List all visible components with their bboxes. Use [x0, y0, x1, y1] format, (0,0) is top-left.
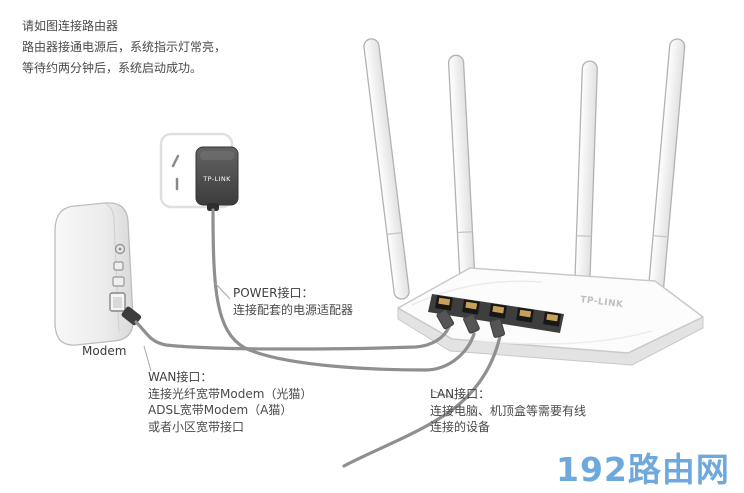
wan-port-callout: WAN接口： 连接光纤宽带Modem（光猫） ADSL宽带Modem（A猫） 或… — [148, 369, 312, 435]
wan-cable — [134, 320, 451, 351]
ethernet-port — [435, 295, 453, 311]
router-ports — [435, 295, 561, 327]
modem-label: Modem — [82, 344, 127, 358]
lan-port-callout: LAN接口： 连接电脑、机顶盒等需要有线 连接的设备 — [430, 386, 586, 436]
ethernet-port — [489, 303, 507, 319]
lan-cable-connector — [489, 318, 505, 338]
ethernet-port — [516, 307, 534, 323]
lan-callout-line: 连接电脑、机顶盒等需要有线 — [430, 403, 587, 418]
callout-pointers — [143, 282, 457, 400]
antenna-icon — [363, 38, 410, 300]
cables — [134, 208, 502, 468]
socket-slot — [171, 154, 180, 168]
router-antennas — [363, 38, 686, 307]
modem-small-port — [113, 261, 124, 271]
antenna-icon — [646, 38, 686, 307]
power-cable-connector — [463, 313, 480, 334]
lan-cable — [342, 334, 502, 468]
cable-connectors — [436, 309, 505, 338]
adapter-brand-logo: TP-LINK — [202, 175, 231, 183]
modem-body — [54, 202, 134, 346]
power-callout-title: POWER接口： — [233, 286, 314, 300]
instruction-line: 请如图连接路由器 — [22, 19, 119, 33]
power-callout-line: 连接配套的电源适配器 — [233, 302, 354, 317]
lan-callout-line: 连接的设备 — [430, 420, 491, 434]
antenna-icon — [447, 54, 477, 296]
wan-pointer-line — [143, 345, 152, 372]
power-cable — [211, 208, 476, 372]
power-port-callout: POWER接口： 连接配套的电源适配器 — [233, 285, 353, 318]
wan-callout-line: 连接光纤宽带Modem（光猫） — [148, 386, 313, 401]
wan-callout-line: ADSL宽带Modem（A猫） — [148, 403, 293, 417]
ethernet-port — [462, 299, 480, 315]
instructions-block: 请如图连接路由器 路由器接通电源后，系统指示灯常亮， 等待约两分钟后，系统启动成… — [22, 16, 226, 79]
instruction-line: 等待约两分钟后，系统启动成功。 — [22, 61, 203, 75]
power-adapter: TP-LINK — [195, 146, 239, 211]
lan-callout-title: LAN接口： — [430, 387, 491, 401]
modem-device — [54, 202, 142, 346]
modem-small-port — [112, 276, 125, 287]
antenna-icon — [573, 60, 598, 299]
site-watermark: 192路由网 — [556, 450, 730, 489]
wan-callout-line: 或者小区宽带接口 — [148, 419, 245, 434]
instruction-line: 路由器接通电源后，系统指示灯常亮， — [22, 40, 227, 54]
wan-callout-title: WAN接口： — [148, 370, 213, 384]
ethernet-port — [543, 311, 561, 327]
power-pointer-line — [214, 282, 231, 300]
lan-pointer-line — [432, 390, 457, 400]
wan-cable-connector — [436, 309, 455, 330]
